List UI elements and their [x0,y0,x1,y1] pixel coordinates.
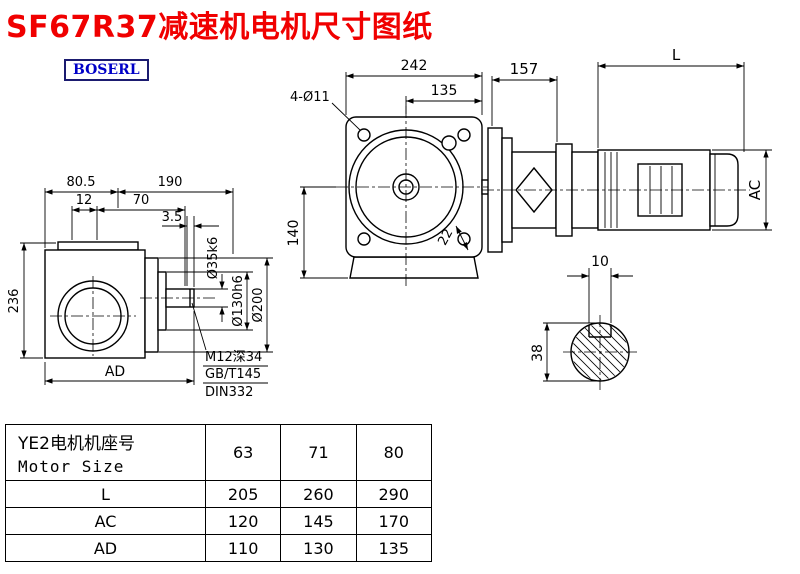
bolt-hole [457,128,471,142]
value-cell: 145 [280,507,357,535]
value-cell: 205 [204,480,282,508]
dim-236-label: 236 [7,289,22,314]
dim-157-label: 157 [510,60,539,78]
table-row-header: YE2电机机座号 Motor Size 63 71 80 [5,424,432,481]
spigot-diameter-label: Ø130h6 [231,275,246,327]
header-motor-size-cell: YE2电机机座号 Motor Size [5,424,206,481]
dim-242-label: 242 [401,58,428,74]
value-cell: 120 [204,507,282,535]
dim-38-label: 38 [530,344,546,362]
side-view: 157 L AC [482,46,772,253]
dim-22-label: 22 [435,227,456,249]
table-row-AC: AC 120 145 170 [5,507,432,535]
motor-size-table: YE2电机机座号 Motor Size 63 71 80 L 205 260 2… [5,424,432,562]
dim-10-label: 10 [591,254,609,270]
housing-foot [349,256,479,279]
value-cell: 135 [355,534,432,562]
note-gbt145-label: GB/T145 [205,367,261,382]
bolt-hole [357,232,371,246]
table-row-L: L 205 260 290 [5,480,432,508]
bolt-hole [457,232,471,246]
header-label-en: Motor Size [18,457,125,476]
row-label: L [5,480,206,508]
flange-diameter-label: Ø200 [251,287,266,322]
header-label-cn: YE2电机机座号 [18,434,135,454]
front-view: 242 135 4-Ø11 140 22 [286,58,500,288]
dim-135-label: 135 [431,83,458,99]
value-cell: 110 [204,534,282,562]
bolt-holes-label: 4-Ø11 [290,90,330,105]
size-71-cell: 71 [280,424,357,481]
gearbox-top-boss [57,241,139,251]
dim-ad-label: AD [105,364,125,380]
note-din332-label: DIN332 [205,385,253,400]
value-cell: 290 [355,480,432,508]
bolt-hole [357,128,371,142]
value-cell: 260 [280,480,357,508]
dim-190-label: 190 [158,175,183,190]
table-row-AD: AD 110 130 135 [5,534,432,562]
dim-L-label: L [672,46,681,64]
flange-spigot [157,271,167,331]
output-flange-disc [144,257,159,353]
left-view: 80.5 190 12 70 3.5 236 Ø35k6 Ø130h6 [7,175,273,400]
eye-bolt-hole [441,135,457,151]
dim-12-label: 12 [76,193,93,208]
size-80-cell: 80 [355,424,432,481]
size-63-cell: 63 [204,424,282,481]
dim-3-5-label: 3.5 [162,210,183,225]
dim-80-5-label: 80.5 [67,175,96,190]
note-m12-label: M12深34 [205,350,262,365]
shaft-section-view: 10 38 [530,254,637,390]
value-cell: 170 [355,507,432,535]
dim-140-label: 140 [286,220,302,247]
row-label: AD [5,534,206,562]
brand-logo: BOSERL [64,59,149,81]
dim-70-label: 70 [133,193,150,208]
dim-AC-label: AC [746,180,764,200]
row-label: AC [5,507,206,535]
value-cell: 130 [280,534,357,562]
page-title: SF67R37减速机电机尺寸图纸 [6,10,433,45]
